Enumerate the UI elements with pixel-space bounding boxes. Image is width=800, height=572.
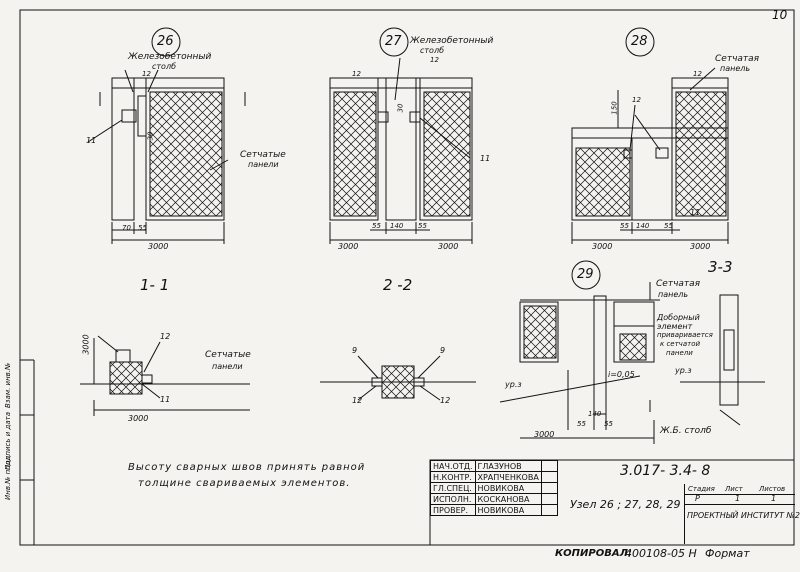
dim-140: 140 (636, 222, 650, 230)
callout-12: 12 (352, 70, 361, 78)
dim-30: 30 (396, 103, 405, 113)
callout-11: 11 (690, 208, 701, 217)
signatures-table: НАЧ.ОТД.ГЛАЗУНОВ Н.КОНТР.ХРАПЧЕНКОВА ГЛ.… (430, 460, 559, 516)
label-mesh-panel-29: Сетчатая (656, 279, 701, 289)
dim-3000: 3000 (81, 334, 91, 355)
name: ГЛАЗУНОВ (474, 460, 542, 472)
callout-12: 12 (693, 70, 702, 78)
callout-12: 12 (142, 70, 151, 78)
dim-3000: 3000 (534, 430, 555, 439)
dim-150: 150 (610, 101, 619, 115)
callout-9: 9 (352, 346, 358, 355)
note-line-1: Высоту сварных швов принять равной (128, 462, 366, 473)
organization: ПРОЕКТНЫЙ ИНСТИТУТ №2 (687, 511, 800, 520)
title-block: НАЧ.ОТД.ГЛАЗУНОВ Н.КОНТР.ХРАПЧЕНКОВА ГЛ.… (430, 460, 800, 545)
sheets-header: Листов (759, 485, 786, 493)
dim-70: 70 (122, 224, 131, 232)
section-3-3: 3-3 (708, 258, 733, 276)
sheet-number: 10 (772, 8, 788, 22)
label-ground-level: ур.з (505, 380, 522, 389)
name: НОВИКОВА (474, 482, 542, 494)
label-mesh-panel-28b: панель (720, 64, 751, 73)
dim-55: 55 (664, 222, 673, 230)
dim-3000: 3000 (690, 242, 711, 251)
sheets-value: 1 (771, 494, 777, 503)
note-line-2: толщине свариваемых элементов. (138, 478, 351, 489)
detail-number-29: 29 (577, 267, 594, 282)
stage-header: Стадия (688, 485, 715, 493)
dim-55: 55 (604, 420, 613, 428)
callout-11: 11 (160, 395, 171, 404)
role: ПРОВЕР. (430, 504, 476, 516)
label-rc-column: Железобетонный (128, 52, 212, 62)
detail-number-28: 28 (631, 34, 648, 49)
role: Н.КОНТР. (430, 471, 476, 483)
section-2-2: 2 -2 (383, 276, 413, 294)
label-extra-element-2: элемент (657, 322, 693, 331)
label-rc-column-27: Железобетонный (410, 36, 494, 46)
name: КОСКАНОВА (474, 493, 542, 505)
dim-30: 30 (146, 131, 155, 141)
side-stamp-3: Взам. инв.№ (4, 362, 12, 408)
dim-140: 140 (390, 222, 404, 230)
dim-3000: 3000 (128, 414, 149, 423)
callout-11: 11 (480, 154, 491, 163)
dim-3000: 3000 (592, 242, 613, 251)
label-extra-element-1: Доборный (657, 313, 700, 322)
dim-55: 55 (138, 224, 147, 232)
label-mesh-panels-sec-b: панели (212, 362, 243, 371)
sheet-header: Лист (725, 485, 743, 493)
sheet-value: 1 (735, 494, 741, 503)
dim-55: 55 (620, 222, 629, 230)
detail-number-26: 26 (157, 34, 174, 49)
drawing-title: Узел 26 ; 27, 28, 29 (570, 498, 681, 511)
dim-3000: 3000 (148, 242, 169, 251)
role: ИСПОЛН. (430, 493, 476, 505)
label-rc-column-b: столб (152, 62, 176, 71)
label-rc-column-27b: столб (420, 46, 444, 55)
name: ХРАПЧЕНКОВА (474, 471, 542, 483)
dim-55: 55 (577, 420, 586, 428)
name: НОВИКОВА (474, 504, 542, 516)
stage-value: Р (695, 494, 700, 503)
label-ground-level-2: ур.з (675, 366, 692, 375)
dim-3000: 3000 (438, 242, 459, 251)
label-mesh-panel-28: Сетчатая (715, 54, 760, 64)
callout-12: 12 (352, 396, 363, 405)
label-extra-element-4: к сетчатой (660, 340, 701, 348)
callout-12: 12 (430, 56, 439, 64)
side-stamp-2: Подпись и дата (4, 412, 12, 470)
label-mesh-panels: Сетчатые (240, 150, 286, 160)
callout-12: 12 (632, 96, 641, 104)
role: ГЛ.СПЕЦ. (430, 482, 476, 494)
label-extra-element-3: приваривается (657, 331, 713, 339)
callout-11: 11 (86, 136, 97, 145)
format-label: Формат (705, 547, 750, 560)
dim-3000: 3000 (338, 242, 359, 251)
section-1-1: 1- 1 (140, 276, 170, 294)
dim-55: 55 (372, 222, 381, 230)
label-rc-post: Ж.Б. столб (660, 426, 712, 436)
callout-12: 12 (160, 332, 171, 341)
dim-55: 55 (418, 222, 427, 230)
stage-box: Стадия Лист Листов Р 1 1 ПРОЕКТНЫЙ ИНСТИ… (684, 484, 800, 544)
label-mesh-panel-29b: панель (658, 290, 689, 299)
document-code: 3.017- 3.4- 8 (620, 463, 711, 479)
copied-label: КОПИРОВАЛ: (555, 548, 632, 559)
label-mesh-panels-sec: Сетчатые (205, 350, 251, 360)
copied-value: 400108-05 Н (625, 547, 697, 560)
label-extra-element-5: панели (666, 349, 693, 357)
detail-number-27: 27 (385, 34, 402, 49)
label-mesh-panels-b: панели (248, 160, 279, 169)
label-slope: i=0,05 (608, 370, 635, 379)
dim-140: 140 (588, 410, 602, 418)
role: НАЧ.ОТД. (430, 460, 476, 472)
callout-9: 9 (440, 346, 446, 355)
callout-12: 12 (440, 396, 451, 405)
